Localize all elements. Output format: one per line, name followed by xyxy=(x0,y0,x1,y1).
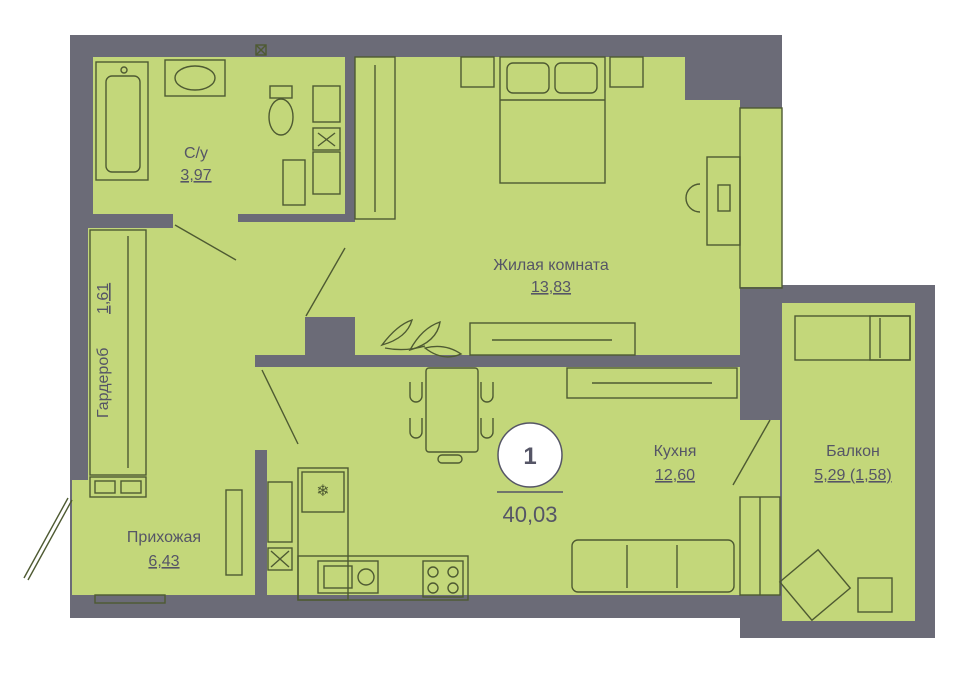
room-labels: С/у 3,97 Жилая комната 13,83 Гардероб 1,… xyxy=(95,145,892,570)
balcony-name: Балкон xyxy=(826,443,880,460)
wardrobe-rack xyxy=(89,229,147,498)
bathroom-name: С/у xyxy=(184,145,208,162)
hall-name: Прихожая xyxy=(127,529,201,546)
wardrobe-floor xyxy=(88,228,150,500)
kitchen-shelf-icon xyxy=(566,367,738,399)
balcony-furniture xyxy=(778,315,911,622)
bathroom-area: 3,97 xyxy=(180,167,211,184)
bench-icon xyxy=(225,489,243,576)
nightstand-icon xyxy=(460,56,495,88)
nightstand-icon xyxy=(609,56,644,88)
stove-icon xyxy=(422,560,464,598)
apartment-badge: 1 40,03 xyxy=(497,422,563,527)
closet-icon xyxy=(354,56,396,220)
kitchen-furniture: ❄ xyxy=(297,367,738,601)
rooms-count: 1 xyxy=(523,443,536,470)
floor-areas xyxy=(72,57,915,621)
tv-stand-icon xyxy=(469,322,636,356)
kitchen-area: 12,60 xyxy=(655,467,695,484)
chair-icon xyxy=(685,183,701,213)
sofa-icon xyxy=(571,539,735,593)
hall-floor xyxy=(72,480,262,595)
inner-walls xyxy=(93,57,782,600)
living-room-name: Жилая комната xyxy=(493,257,609,274)
kitchen-name: Кухня xyxy=(654,443,697,460)
sink-icon xyxy=(164,59,226,97)
bed-icon xyxy=(499,56,606,184)
living-room-area: 13,83 xyxy=(531,279,571,296)
rooms-count-circle xyxy=(497,422,563,488)
living-room-floor xyxy=(355,57,685,357)
balcony-floor xyxy=(782,303,915,621)
toilet-icon xyxy=(269,85,293,99)
bathroom-fixtures xyxy=(95,44,341,206)
wardrobe-name: Гардероб xyxy=(95,348,112,418)
fridge-icon xyxy=(301,471,345,513)
doors xyxy=(174,224,771,486)
armchair-icon xyxy=(778,548,852,622)
svg-text:❄: ❄ xyxy=(316,481,329,500)
hall-furniture xyxy=(94,481,293,604)
kitchen-sink-icon xyxy=(317,560,379,594)
bathroom-floor xyxy=(93,57,345,214)
bathtub-icon xyxy=(95,61,149,181)
plant-icon xyxy=(380,318,463,358)
dining-table-icon xyxy=(425,367,479,453)
desk-icon xyxy=(706,156,741,246)
total-area: 40,03 xyxy=(502,502,557,527)
hall-area: 6,43 xyxy=(148,553,179,570)
living-room-furniture xyxy=(354,56,741,358)
side-table-icon xyxy=(857,577,893,613)
balcony-area: 5,29 (1,58) xyxy=(814,467,891,484)
wardrobe-area: 1,61 xyxy=(95,283,112,314)
